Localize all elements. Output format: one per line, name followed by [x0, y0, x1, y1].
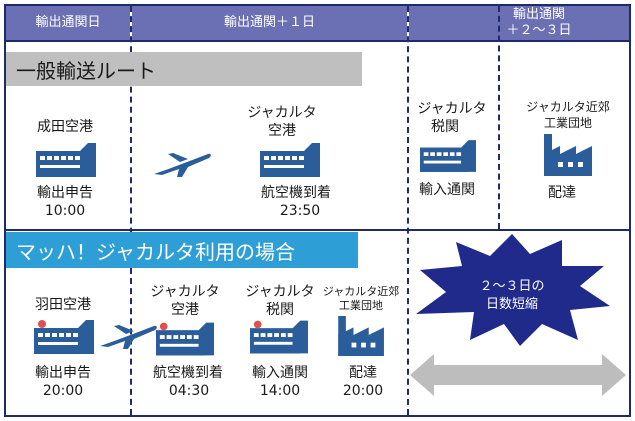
general-customs-event: 輸入通関 — [419, 182, 475, 198]
warehouse-icon — [260, 143, 320, 177]
general-customs-line1: ジャカルタ — [417, 101, 487, 117]
mach-customs-line1: ジャカルタ — [245, 284, 315, 300]
mach-route-banner-label: マッハ！ジャカルタ利用の場合 — [16, 239, 295, 264]
airplane-icon — [100, 325, 157, 349]
mach-industrial-event: 配達 — [349, 365, 377, 381]
header-export-plus-2-3-line1: 輸出通関 — [512, 7, 565, 22]
warehouse-icon — [156, 322, 214, 356]
mach-origin-time: 20:00 — [42, 383, 84, 399]
general-route-banner-label: 一般輸送ルート — [16, 58, 156, 83]
mach-origin-airport: 羽田空港 — [35, 297, 91, 313]
general-industrial-line2: 工業団地 — [543, 116, 592, 130]
divider-day1-day2 — [407, 6, 409, 415]
warehouse-icon — [420, 140, 476, 172]
general-dest-time: 23:50 — [279, 203, 321, 219]
header-export-day: 輸出通関日 — [6, 6, 130, 40]
reduction-burst-shape — [416, 234, 610, 346]
factory-icon — [338, 316, 384, 356]
header-export-plus-2-3-line2: ＋２～３日 — [506, 23, 572, 38]
mach-industrial-line1: ジャカルタ近郊 — [322, 285, 400, 298]
warehouse-icon — [36, 143, 96, 177]
mach-route-banner: マッハ！ジャカルタ利用の場合 — [6, 232, 358, 268]
mach-dest-airport-line2: 空港 — [171, 302, 199, 318]
mach-customs-event: 輸入通関 — [252, 365, 308, 381]
mach-customs-line2: 税関 — [266, 302, 294, 318]
mach-customs-time: 14:00 — [259, 383, 301, 399]
mach-industrial-time: 20:00 — [342, 383, 384, 399]
factory-icon — [544, 134, 592, 176]
general-dest-event: 航空機到着 — [261, 185, 331, 201]
header-export-plus-1-label: 輸出通関＋１日 — [223, 15, 315, 30]
airplane-icon — [154, 153, 211, 177]
mach-dest-airport-line1: ジャカルタ — [150, 284, 220, 300]
general-dest-airport-line2: 空港 — [268, 123, 296, 139]
general-origin-time: 10:00 — [44, 203, 86, 219]
mach-dest-time: 04:30 — [168, 383, 210, 399]
header-export-day-label: 輸出通関日 — [35, 15, 101, 30]
general-customs-line2: 税関 — [431, 119, 459, 135]
double-arrow-icon — [410, 354, 626, 396]
warehouse-icon — [34, 320, 94, 354]
general-industrial-event: 配達 — [548, 185, 576, 201]
divider-day0-day1 — [130, 6, 132, 415]
general-route-banner: 一般輸送ルート — [6, 52, 362, 86]
warehouse-icon — [250, 320, 308, 354]
general-origin-airport: 成田空港 — [37, 119, 93, 135]
mach-industrial-line2: 工業団地 — [339, 299, 383, 312]
header-export-plus-1: 輸出通関＋１日 — [132, 6, 407, 40]
divider-customs-delivery — [498, 6, 500, 229]
general-industrial-line1: ジャカルタ近郊 — [526, 100, 610, 114]
burst-line1: ２～３日の — [479, 279, 545, 294]
burst-line2: 日数短縮 — [485, 297, 538, 312]
mach-origin-event: 輸出申告 — [35, 365, 91, 381]
general-dest-airport-line1: ジャカルタ — [247, 105, 317, 121]
mach-dest-event: 航空機到着 — [153, 365, 223, 381]
divider-header — [6, 40, 629, 42]
header-export-plus-2-3: 輸出通関 ＋２～３日 — [409, 6, 629, 40]
general-origin-event: 輸出申告 — [37, 185, 93, 201]
divider-routes — [6, 229, 629, 231]
diagram-frame — [4, 4, 631, 417]
